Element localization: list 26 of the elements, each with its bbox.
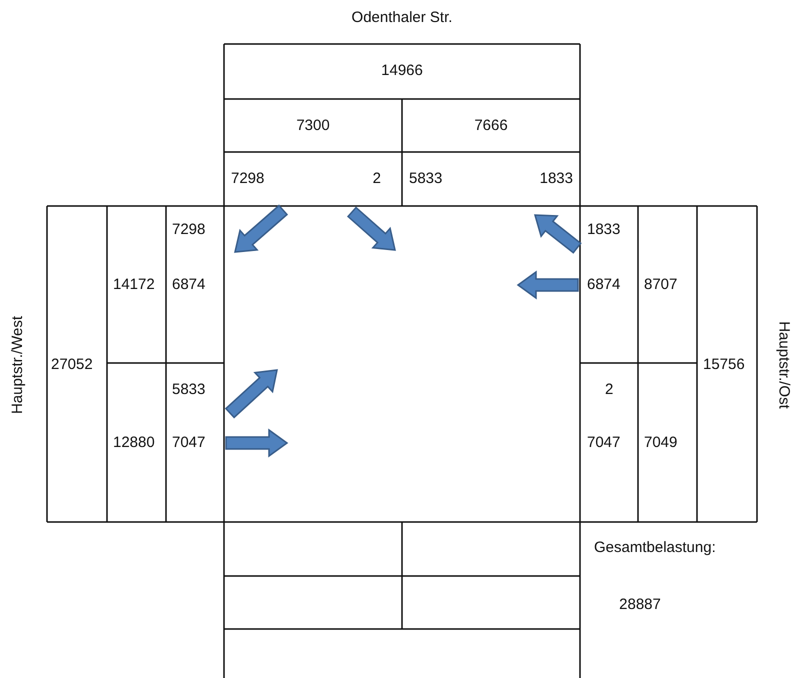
count-value: 14966 [381,62,423,80]
count-value: 2 [605,382,614,398]
count-value: 14172 [113,276,155,294]
count-value: 7298 [172,222,206,238]
count-value: 7300 [296,118,330,134]
count-value: 1833 [540,170,573,188]
count-value: 7049 [644,434,678,452]
total-value: 28887 [619,596,661,614]
count-value: 5833 [409,170,442,188]
count-value: 7047 [587,434,620,452]
count-value: 1833 [587,222,620,238]
street-name: Hauptstr./Ost [774,321,792,409]
count-value: 2 [372,170,381,188]
count-value: 5833 [172,382,206,398]
count-value: 6874 [172,276,206,294]
count-value: 8707 [644,276,678,294]
count-value: 27052 [51,356,93,374]
street-name: Hauptstr./West [10,316,26,414]
count-value: 15756 [703,356,745,374]
count-value: 7666 [474,118,508,134]
total-label: Gesamtbelastung: [594,540,716,556]
count-value: 12880 [113,434,155,452]
count-value: 7298 [231,170,264,188]
street-name: Odenthaler Str. [352,10,452,26]
count-value: 7047 [172,434,206,452]
count-value: 6874 [587,276,620,294]
